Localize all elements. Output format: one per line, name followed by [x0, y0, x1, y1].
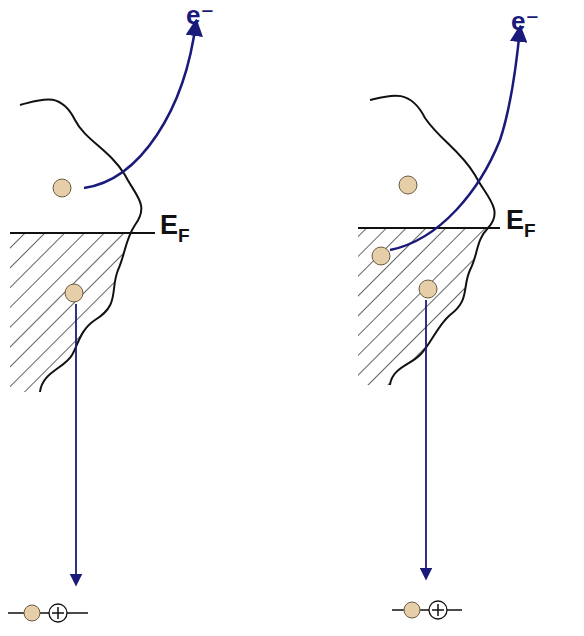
- fermi-subscript: F: [178, 226, 190, 245]
- core-level-line: [392, 609, 462, 611]
- fermi-level-label: E: [160, 212, 178, 239]
- density-of-states-curve: [20, 99, 141, 392]
- core-level-line: [8, 612, 88, 614]
- density-of-states-curve: [370, 96, 495, 385]
- electron-label: e⁻: [511, 8, 539, 34]
- fermi-level-label: E: [506, 207, 524, 234]
- fermi-level-line: [358, 227, 500, 229]
- electron: [24, 605, 40, 621]
- filled-states: [0, 233, 300, 420]
- hole-symbol: [49, 604, 67, 622]
- emission-arrow: [390, 28, 520, 250]
- electron: [372, 247, 390, 265]
- electron: [65, 284, 83, 302]
- electron-label: e⁻: [186, 2, 214, 28]
- electron: [399, 176, 417, 194]
- hole-symbol: [429, 601, 447, 619]
- transition-arrow: [75, 304, 77, 584]
- electron: [404, 602, 420, 618]
- fermi-level-line: [10, 232, 155, 234]
- electron: [419, 280, 437, 298]
- transition-arrow: [425, 300, 427, 578]
- fermi-subscript: F: [524, 221, 536, 240]
- emission-arrow: [84, 22, 196, 188]
- electron: [53, 179, 71, 197]
